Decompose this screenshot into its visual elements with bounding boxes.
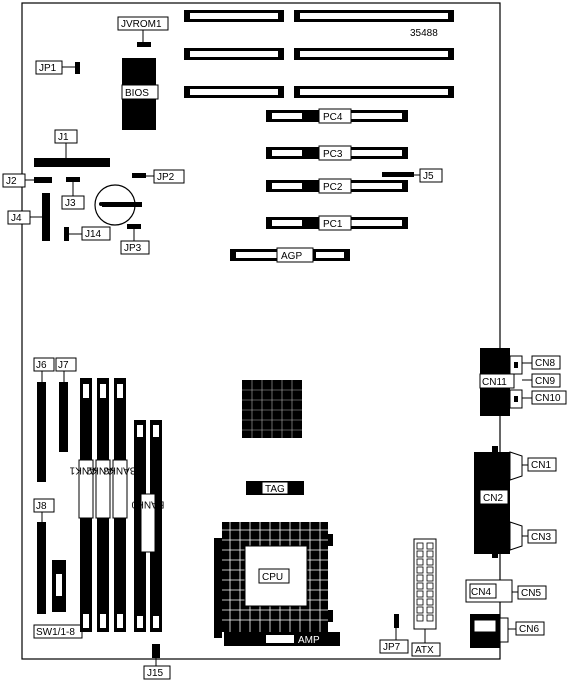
cn6-box <box>515 621 545 636</box>
cn10-box <box>531 390 567 405</box>
j2-label: J2 <box>6 176 17 187</box>
bank1-label: BANK1 <box>69 465 102 476</box>
cn10-label: CN10 <box>535 393 561 404</box>
bank2-label: BANK2 <box>86 465 119 476</box>
dimm-bank0-slot-a <box>134 420 146 632</box>
cn6-connector <box>470 614 509 648</box>
atx-power-connector <box>413 538 437 630</box>
cn11-box <box>479 373 515 389</box>
jp7-label: JP7 <box>383 642 401 653</box>
j8-header <box>37 522 46 614</box>
cn11-label: CN11 <box>482 377 507 388</box>
jp2-jumper <box>132 173 146 178</box>
cn4-connector <box>465 579 513 603</box>
j7-box <box>55 357 77 372</box>
jp7-jumper <box>394 614 399 628</box>
jvrom1-label: JVROM1 <box>121 19 162 30</box>
dimm-bank0-slot-b <box>150 420 162 632</box>
isa-slots <box>184 10 454 98</box>
cn2-box <box>479 489 509 505</box>
jp3-jumper <box>127 224 141 229</box>
jp2-box <box>153 169 185 184</box>
j15-label: J15 <box>147 668 164 679</box>
cpu-socket <box>214 522 340 646</box>
cn8-label: CN8 <box>535 358 555 369</box>
j4-label: J4 <box>11 213 22 224</box>
j3-label: J3 <box>65 198 76 209</box>
j15-box <box>143 665 171 680</box>
jp7-box <box>379 639 409 654</box>
jvrom1-jumper <box>137 42 151 47</box>
j14-jumper <box>64 227 69 241</box>
amp-label: AMP <box>298 635 320 646</box>
j2-jumper <box>34 177 52 183</box>
battery <box>94 184 142 226</box>
j7-header <box>59 382 68 452</box>
cpu-label: CPU <box>262 572 283 583</box>
cn9-label: CN9 <box>535 376 555 387</box>
pc2-label: PC2 <box>323 182 343 193</box>
part-number: 35488 <box>410 28 438 39</box>
pci-slot-pc2: PC2 <box>266 178 408 194</box>
cn4-label: CN4 <box>471 587 491 598</box>
jp1-jumper <box>75 62 80 74</box>
j5-label: J5 <box>423 171 434 182</box>
j6-box <box>33 357 55 372</box>
jp2-label: JP2 <box>157 172 175 183</box>
cpu-label-box <box>258 568 290 584</box>
j6-header <box>37 382 46 482</box>
j14-label: J14 <box>85 229 102 240</box>
cn5-box <box>517 585 547 600</box>
j6-label: J6 <box>36 360 47 371</box>
pci-slot-pc3: PC3 <box>266 145 408 161</box>
agp-slot: AGP <box>230 247 350 263</box>
atx-box <box>411 642 441 657</box>
sw1-label: SW1/1-8 <box>36 627 75 638</box>
cn1-box <box>527 457 557 472</box>
cn6-label: CN6 <box>519 624 539 635</box>
chipset <box>242 380 302 438</box>
cn5-label: CN5 <box>521 588 541 599</box>
board-outline <box>21 2 501 660</box>
cn8-box <box>531 355 561 370</box>
j7-label: J7 <box>58 360 69 371</box>
bank0-label: BANK0 <box>131 499 164 510</box>
j3-jumper <box>66 177 80 182</box>
cn3-label: CN3 <box>531 532 551 543</box>
pci-slot-pc1: PC1 <box>266 215 408 231</box>
j1-header <box>34 158 110 167</box>
j1-label: J1 <box>58 132 69 143</box>
j8-box <box>33 498 55 513</box>
atx-label: ATX <box>415 645 434 656</box>
jp3-box <box>120 240 150 255</box>
cn1-label: CN1 <box>531 460 551 471</box>
cn3-box <box>527 529 557 544</box>
j4-header <box>42 193 50 241</box>
j5-header <box>382 172 414 177</box>
jp3-label: JP3 <box>124 243 142 254</box>
cn2-label: CN2 <box>483 493 503 504</box>
pc1-label: PC1 <box>323 219 343 230</box>
tag-label: TAG <box>265 484 285 495</box>
j5-box <box>419 168 443 183</box>
pc3-label: PC3 <box>323 149 343 160</box>
j8-label: J8 <box>36 501 47 512</box>
j14-box <box>81 226 111 241</box>
j15-jumper <box>152 644 160 658</box>
j3-box <box>61 195 85 210</box>
pc4-label: PC4 <box>323 112 343 123</box>
bios-label: BIOS <box>125 88 149 99</box>
jp1-label: JP1 <box>39 63 57 74</box>
bank3-label: BANK3 <box>103 465 136 476</box>
pci-slot-pc4: PC4 <box>266 108 408 124</box>
agp-label: AGP <box>281 251 302 262</box>
cn9-box <box>531 373 561 388</box>
